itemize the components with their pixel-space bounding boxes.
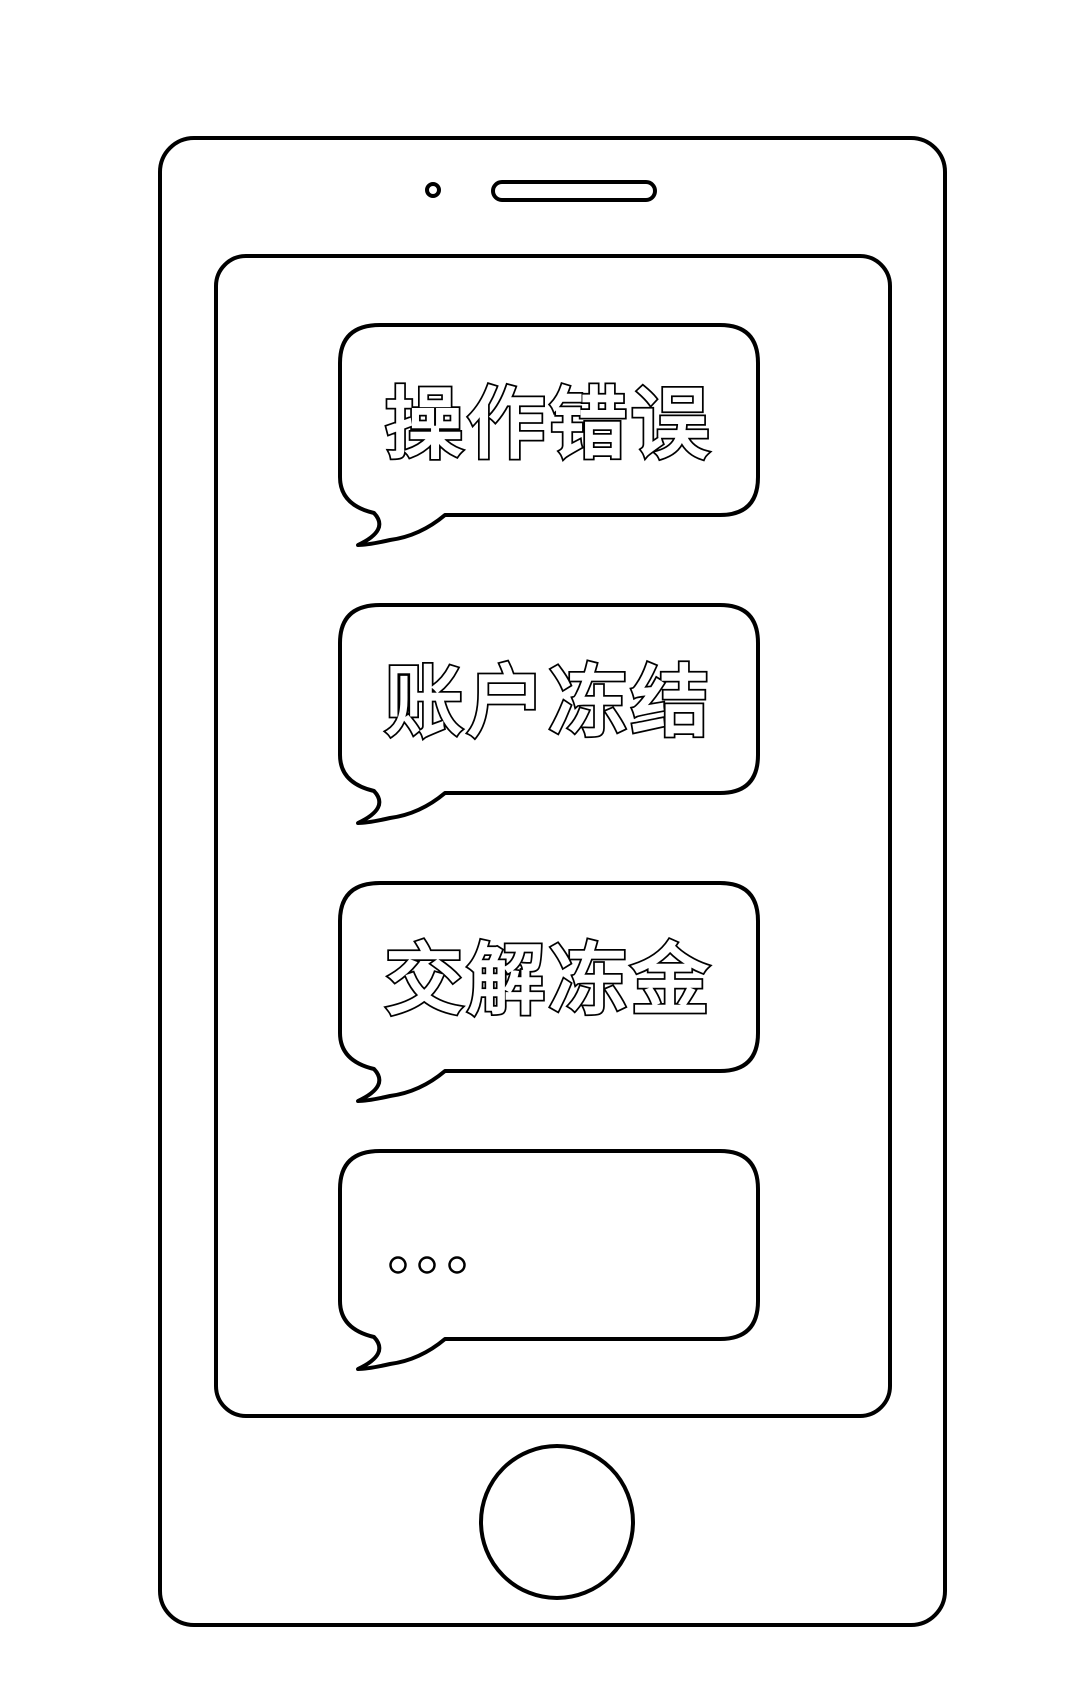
message-bubble[interactable] bbox=[338, 1149, 760, 1371]
home-button[interactable] bbox=[479, 1444, 635, 1600]
speaker-grille bbox=[491, 180, 657, 202]
bubble-label: 操作错误 bbox=[385, 380, 713, 470]
phone-body bbox=[158, 136, 947, 1627]
speech-bubble-shape bbox=[338, 323, 760, 547]
dot bbox=[418, 1256, 436, 1274]
typing-dots-icon bbox=[389, 1256, 466, 1274]
speech-bubble-shape bbox=[338, 881, 760, 1103]
message-bubble[interactable]: 交解冻金 bbox=[338, 881, 760, 1103]
dot bbox=[389, 1256, 407, 1274]
speech-bubble-shape bbox=[338, 603, 760, 825]
speech-bubble-shape bbox=[338, 1149, 760, 1371]
phone-screen bbox=[214, 254, 892, 1418]
front-camera-icon bbox=[425, 182, 441, 198]
dot bbox=[448, 1256, 466, 1274]
bubble-label: 交解冻金 bbox=[385, 936, 713, 1026]
message-bubble[interactable]: 操作错误 bbox=[338, 323, 760, 547]
bubble-label: 账户冻结 bbox=[385, 658, 713, 748]
message-bubble[interactable]: 账户冻结 bbox=[338, 603, 760, 825]
